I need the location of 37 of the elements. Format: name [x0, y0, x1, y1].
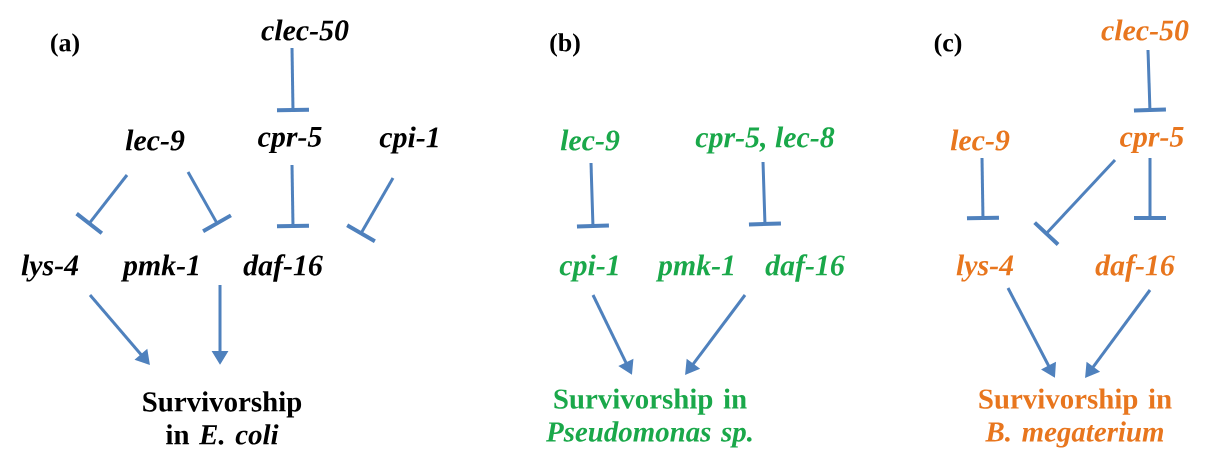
- gene-label: lec-9: [560, 129, 620, 151]
- gene-label: pmk-1: [655, 254, 733, 282]
- inhibition-line: [346, 177, 395, 243]
- inhibition-line: [1033, 158, 1117, 246]
- arrow: [88, 294, 150, 365]
- outcome-label: Survivorship in E. coli: [143, 391, 302, 445]
- gene-label: clec-50: [1101, 19, 1189, 41]
- gene-label: lec-9: [950, 129, 1010, 151]
- gene-label: cpr-5, lec-8: [695, 126, 835, 154]
- gene-label: cpr-5: [1120, 127, 1184, 153]
- outcome-label: Survivorship in B. megaterium: [979, 388, 1172, 448]
- gene-label: cpi-1: [559, 254, 618, 282]
- inhibition-line: [966, 157, 999, 221]
- outcome-label: Survivorship in Pseudomonas sp.: [546, 388, 752, 448]
- inhibition-line: [276, 164, 309, 229]
- gene-label: cpr-5: [258, 127, 322, 153]
- panel-label: (c): [934, 33, 962, 57]
- gene-label: cpi-1: [379, 126, 438, 154]
- gene-label: lys-4: [956, 254, 1014, 282]
- gene-label: clec-50: [261, 19, 349, 41]
- gene-label: lec-9: [125, 129, 185, 151]
- arrow: [685, 294, 747, 375]
- gene-label: daf-16: [765, 254, 845, 282]
- gene-label: lys-4: [21, 254, 79, 282]
- panel-label: (b): [550, 33, 580, 57]
- inhibition-line: [186, 171, 232, 233]
- inhibition-line: [1133, 49, 1166, 113]
- inhibition-line: [576, 162, 609, 229]
- inhibition-line: [276, 47, 309, 113]
- inhibition-line: [748, 161, 781, 227]
- inhibition-line: [75, 174, 129, 235]
- gene-label: daf-16: [243, 254, 323, 282]
- gene-label: pmk-1: [120, 254, 198, 282]
- panel-label: (a): [51, 33, 79, 57]
- arrow: [1085, 289, 1152, 378]
- inhibition-line: [1134, 158, 1166, 220]
- gene-label: daf-16: [1095, 254, 1175, 282]
